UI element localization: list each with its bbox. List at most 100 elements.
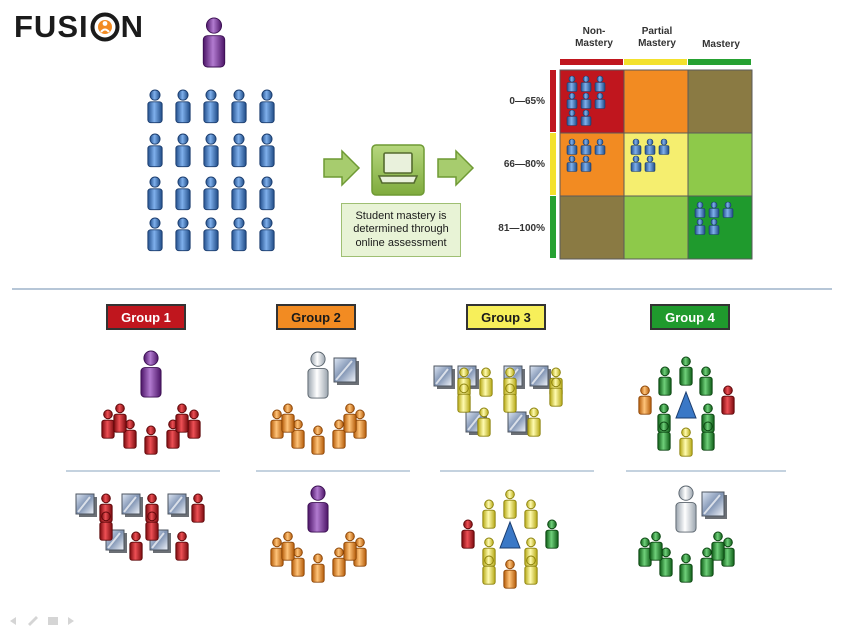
student-icon	[630, 155, 642, 172]
student-icon	[259, 176, 275, 211]
student-icon	[144, 425, 158, 455]
student-icon	[644, 138, 656, 155]
student-icon	[231, 89, 247, 124]
student-icon	[638, 537, 652, 567]
student-icon	[457, 383, 471, 413]
student-icon	[311, 425, 325, 455]
row-color-bar	[550, 70, 556, 132]
student-icon	[123, 419, 137, 449]
mastery-matrix	[550, 59, 753, 260]
student-icon	[332, 547, 346, 577]
student-icon	[259, 133, 275, 168]
student-icon	[658, 138, 670, 155]
matrix-cell	[623, 69, 689, 134]
student-icon	[166, 419, 180, 449]
pen-icon[interactable]	[28, 616, 38, 626]
student-icon	[175, 89, 191, 124]
student-icon	[270, 409, 284, 439]
student-icon	[503, 489, 517, 519]
student-icon	[679, 356, 693, 386]
student-icon	[580, 138, 592, 155]
row-header-0-65: 0—65%	[509, 96, 545, 107]
column-color-bar	[560, 59, 623, 65]
process-note-text: Student mastery is determined through on…	[353, 209, 449, 249]
student-icon	[594, 75, 606, 92]
student-icon	[231, 133, 247, 168]
column-header-partial-mastery: Partial Mastery	[638, 26, 676, 49]
student-icon	[259, 217, 275, 252]
logo-text-right: N	[120, 9, 145, 44]
group-3-label: Group 3	[481, 309, 531, 325]
teacher-triangle-icon	[675, 390, 697, 419]
student-icon	[231, 217, 247, 252]
arrow-right-icon	[437, 149, 475, 187]
row-color-bar	[550, 133, 556, 195]
student-icon	[113, 403, 127, 433]
student-icon	[657, 421, 671, 451]
student-icon	[545, 519, 559, 549]
group-4-scene-top	[638, 356, 735, 457]
student-icon	[147, 176, 163, 211]
student-icon	[649, 531, 663, 561]
group-3-scene-top	[433, 365, 563, 437]
student-icon	[659, 547, 673, 577]
computer-monitor-icon	[507, 411, 529, 435]
student-icon	[175, 403, 189, 433]
group-4-badge: Group 4	[650, 304, 730, 330]
forward-icon[interactable]	[68, 617, 74, 625]
matrix-cell	[687, 69, 753, 134]
row-header-81-100: 81—100%	[498, 223, 545, 234]
student-icon	[566, 155, 578, 172]
group-2-scene-top	[270, 351, 367, 455]
teacher-icon	[140, 350, 162, 398]
teacher-icon	[307, 351, 329, 399]
student-icon	[147, 217, 163, 252]
student-icon	[175, 217, 191, 252]
student-icon	[203, 133, 219, 168]
student-icon	[332, 419, 346, 449]
logo-text-left: FUSI	[14, 9, 89, 44]
teacher-triangle-icon	[499, 520, 521, 549]
student-icon	[580, 92, 592, 109]
student-icon	[101, 409, 115, 439]
group-3-badge: Group 3	[466, 304, 546, 330]
student-icon	[721, 537, 735, 567]
group-1-badge: Group 1	[106, 304, 186, 330]
student-icon	[566, 109, 578, 126]
student-icon	[477, 407, 491, 437]
group-3-scene-bottom	[461, 489, 559, 589]
group-4-scene-bottom	[638, 485, 735, 583]
back-icon[interactable]	[10, 617, 16, 625]
laptop-icon	[377, 152, 419, 184]
group-2-scene-bottom	[270, 485, 367, 583]
student-icon	[549, 377, 563, 407]
row-color-bar	[550, 196, 556, 258]
computer-monitor-icon	[121, 493, 143, 517]
student-icon	[527, 407, 541, 437]
student-icon	[679, 427, 693, 457]
student-icon	[175, 531, 189, 561]
student-icon	[147, 89, 163, 124]
menu-icon[interactable]	[48, 617, 58, 625]
arrow-right-icon	[323, 149, 361, 187]
student-icon	[694, 218, 706, 235]
student-icon	[129, 531, 143, 561]
student-icon	[580, 75, 592, 92]
column-color-bar	[688, 59, 751, 65]
student-icon	[503, 559, 517, 589]
student-icon	[482, 499, 496, 529]
student-icon	[580, 155, 592, 172]
student-population	[147, 17, 275, 252]
matrix-cell	[687, 132, 753, 197]
student-icon	[203, 89, 219, 124]
student-icon	[644, 155, 656, 172]
student-icon	[679, 553, 693, 583]
student-icon	[708, 201, 720, 218]
group-scenes	[66, 350, 786, 589]
group-2-badge: Group 2	[276, 304, 356, 330]
column-color-bar	[624, 59, 687, 65]
slide-controls[interactable]	[10, 616, 74, 626]
student-icon	[461, 519, 475, 549]
student-icon	[699, 366, 713, 396]
